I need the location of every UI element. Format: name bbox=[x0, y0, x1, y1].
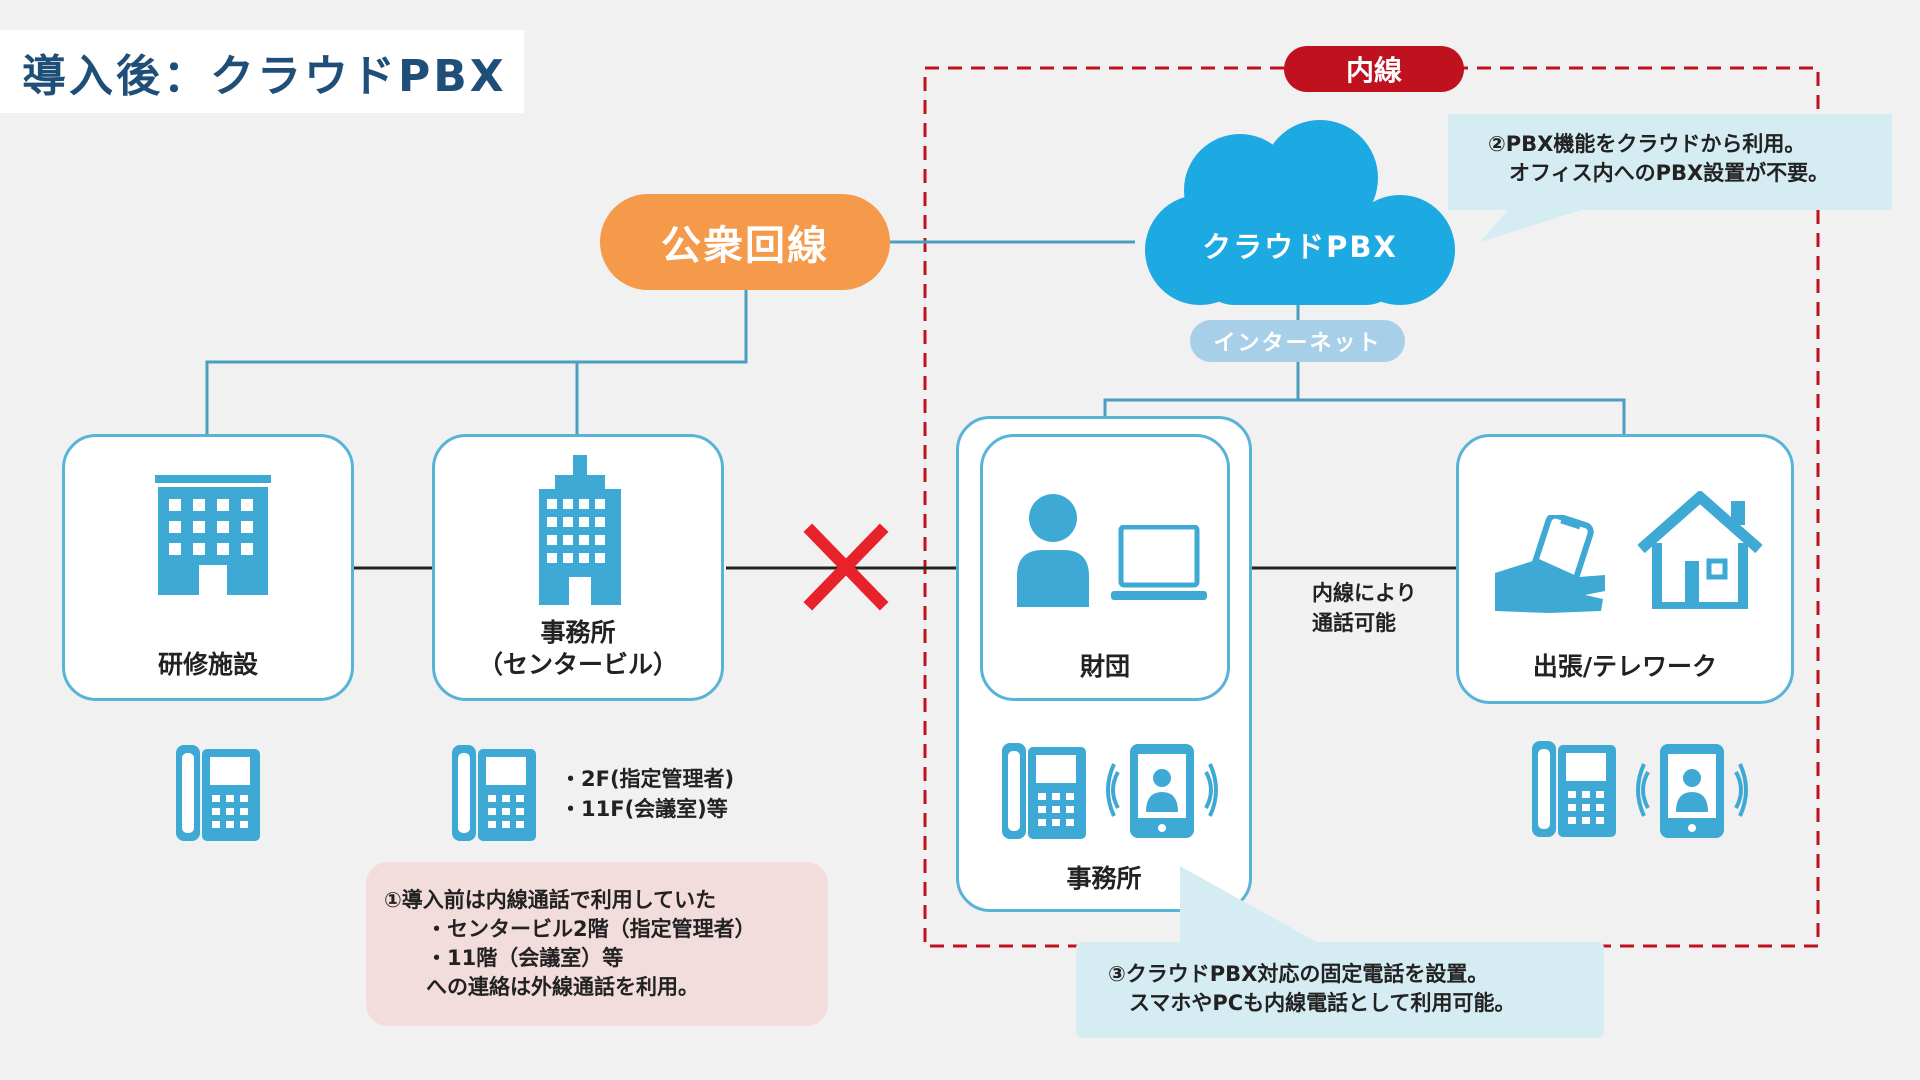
callout-2-text: ②PBX機能をクラウドから利用。 オフィス内へのPBX設置が不要。 bbox=[1488, 132, 1830, 185]
callout-1-text: ①導入前は内線通話で利用していた ・センタービル2階（指定管理者） ・11階（会… bbox=[384, 888, 756, 999]
naisen-note: 内線により 通話可能 bbox=[1312, 578, 1417, 638]
desk-phone-icon bbox=[1002, 743, 1086, 839]
naisen-note-line2: 通話可能 bbox=[1312, 611, 1396, 635]
internet-label: インターネット bbox=[1213, 331, 1382, 356]
node-center-office: 事務所 （センタービル） bbox=[432, 434, 724, 701]
house-icon bbox=[1637, 491, 1763, 609]
callout-2-bubble bbox=[1448, 114, 1892, 242]
callout-1-box bbox=[366, 862, 828, 1026]
public-line-pill: 公衆回線 bbox=[600, 194, 890, 290]
building-icon bbox=[155, 475, 271, 595]
naisen-note-line1: 内線により bbox=[1312, 581, 1417, 605]
floors-list: ・2F(指定管理者) ・11F(会議室)等 bbox=[560, 764, 734, 824]
floor-item: ・11F(会議室)等 bbox=[560, 797, 728, 821]
person-icon bbox=[1017, 494, 1089, 607]
node-training-label: 研修施設 bbox=[157, 650, 258, 679]
node-center-office-line1: 事務所 bbox=[540, 618, 616, 647]
callout-3-text: ③クラウドPBX対応の固定電話を設置。 スマホやPCも内線電話として利用可能。 bbox=[1108, 962, 1516, 1015]
desk-phone-icon bbox=[452, 745, 536, 841]
naisen-tag: 内線 bbox=[1284, 46, 1464, 92]
callout-3-bubble bbox=[1076, 866, 1604, 1038]
smartphone-hand-icon bbox=[1495, 515, 1605, 613]
line-public-buildings bbox=[205, 290, 748, 435]
internet-pill: インターネット bbox=[1190, 320, 1405, 362]
naisen-tag-label: 内線 bbox=[1345, 54, 1402, 87]
public-line-label: 公衆回線 bbox=[661, 223, 829, 269]
node-office-label: 事務所 bbox=[1066, 864, 1142, 893]
node-telework-label: 出張/テレワーク bbox=[1532, 652, 1718, 681]
laptop-icon bbox=[1111, 525, 1207, 600]
node-foundation-label: 財団 bbox=[1079, 652, 1130, 681]
office-tower-icon bbox=[539, 455, 621, 605]
node-telework: 出張/テレワーク bbox=[1456, 434, 1794, 704]
desk-phone-icon bbox=[176, 745, 260, 841]
smartphone-call-icon bbox=[1636, 744, 1748, 838]
smartphone-call-icon bbox=[1106, 744, 1218, 838]
cloud-label: クラウドPBX bbox=[1202, 230, 1398, 264]
cloud-icon bbox=[1145, 120, 1455, 305]
node-training: 研修施設 bbox=[62, 434, 354, 701]
title-box: 導入後：クラウドPBX bbox=[0, 30, 524, 113]
cross-icon bbox=[803, 523, 889, 611]
node-center-office-line2: （センタービル） bbox=[477, 650, 678, 679]
floor-item: ・2F(指定管理者) bbox=[560, 767, 735, 791]
node-foundation: 財団 bbox=[980, 434, 1230, 701]
desk-phone-icon bbox=[1532, 741, 1616, 837]
page-title: 導入後：クラウドPBX bbox=[22, 50, 507, 102]
